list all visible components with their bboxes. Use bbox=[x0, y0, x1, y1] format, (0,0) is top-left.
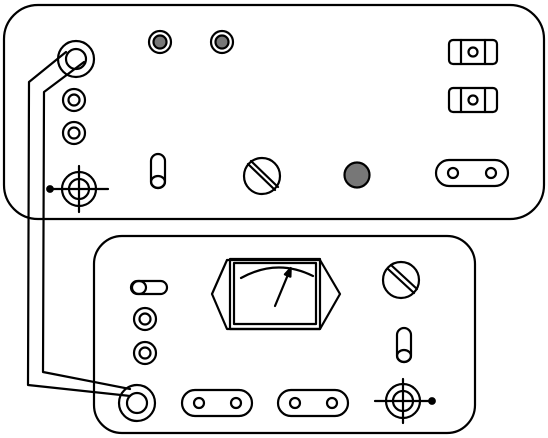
dark-knob-icon[interactable] bbox=[147, 29, 173, 55]
toggle-switch-icon[interactable] bbox=[149, 152, 167, 190]
analog-meter-icon bbox=[210, 257, 342, 331]
rotary-knob-icon[interactable] bbox=[242, 156, 282, 196]
double-jack-icon[interactable] bbox=[434, 158, 510, 188]
top-panel bbox=[2, 3, 546, 221]
double-jack-icon[interactable] bbox=[276, 388, 350, 418]
top-panel-body bbox=[2, 3, 546, 221]
jack-icon[interactable] bbox=[132, 306, 158, 332]
rotary-knob-icon[interactable] bbox=[381, 260, 421, 300]
bottom-panel-body bbox=[92, 234, 477, 435]
lever-icon[interactable] bbox=[129, 279, 169, 296]
bottom-panel bbox=[92, 234, 477, 435]
dark-knob-icon[interactable] bbox=[209, 29, 235, 55]
jack-icon[interactable] bbox=[61, 87, 87, 113]
dual-outlet-icon[interactable] bbox=[447, 86, 499, 114]
coax-connector-icon[interactable] bbox=[46, 164, 110, 214]
toggle-switch-icon[interactable] bbox=[395, 326, 413, 364]
dual-outlet-icon[interactable] bbox=[447, 38, 499, 66]
binding-post-icon[interactable] bbox=[56, 39, 96, 79]
connecting-cable bbox=[26, 50, 132, 398]
indicator-lamp-icon bbox=[343, 161, 371, 189]
double-jack-icon[interactable] bbox=[180, 388, 254, 418]
coax-connector-icon[interactable] bbox=[373, 377, 436, 425]
jack-icon[interactable] bbox=[132, 340, 158, 366]
jack-icon[interactable] bbox=[61, 120, 87, 146]
binding-post-icon[interactable] bbox=[117, 383, 157, 423]
